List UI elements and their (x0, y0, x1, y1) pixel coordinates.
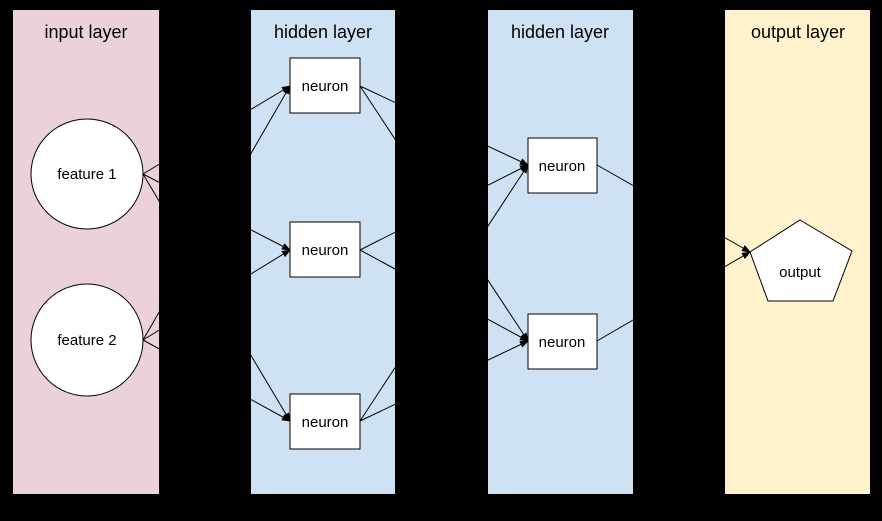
hidden2-neuron-1-label: neuron (539, 158, 586, 175)
edge-h1n2-h2n1 (359, 164, 529, 251)
hidden2-neuron-2-label: neuron (539, 334, 586, 351)
edge-feature1-h1n1 (142, 85, 291, 175)
hidden-layer-1-title: hidden layer (274, 22, 372, 42)
edge-feature1-h1n2 (142, 173, 291, 251)
edge-h2n2-output (596, 251, 751, 342)
hidden1-neuron-1-label: neuron (302, 78, 349, 95)
output-label: output (779, 264, 822, 281)
edge-h1n3-h2n1 (359, 164, 529, 422)
hidden1-neuron-2-node (289, 221, 361, 278)
feature-2-node (30, 283, 144, 397)
edge-feature2-h1n2 (142, 249, 291, 341)
hidden1-neuron-3-label: neuron (302, 414, 349, 431)
feature-1-node (30, 118, 144, 230)
hidden2-neuron-2-node (527, 313, 598, 370)
edge-h1n3-h2n2 (359, 340, 529, 422)
output-layer-title: output layer (751, 22, 845, 42)
hidden1-neuron-2-label: neuron (302, 242, 349, 259)
hidden-layer-2-panel (488, 10, 633, 494)
edge-h1n1-h2n1 (359, 85, 529, 166)
edge-feature1-h1n3 (142, 173, 291, 422)
feature-1-label: feature 1 (57, 166, 116, 183)
hidden1-neuron-3-node (289, 393, 361, 450)
edge-feature2-h1n3 (142, 339, 291, 422)
hidden1-neuron-1-node (289, 57, 361, 114)
edge-h2n1-output (596, 164, 751, 253)
edge-h1n1-h2n2 (359, 85, 529, 342)
edge-feature2-h1n1 (142, 85, 291, 341)
input-layer-title: input layer (44, 22, 127, 42)
hidden-layer-2-title: hidden layer (511, 22, 609, 42)
output-node (749, 219, 853, 302)
hidden2-neuron-1-node (527, 137, 598, 194)
edge-h1n2-h2n2 (359, 249, 529, 342)
input-layer-panel (13, 10, 159, 494)
feature-2-label: feature 2 (57, 332, 116, 349)
